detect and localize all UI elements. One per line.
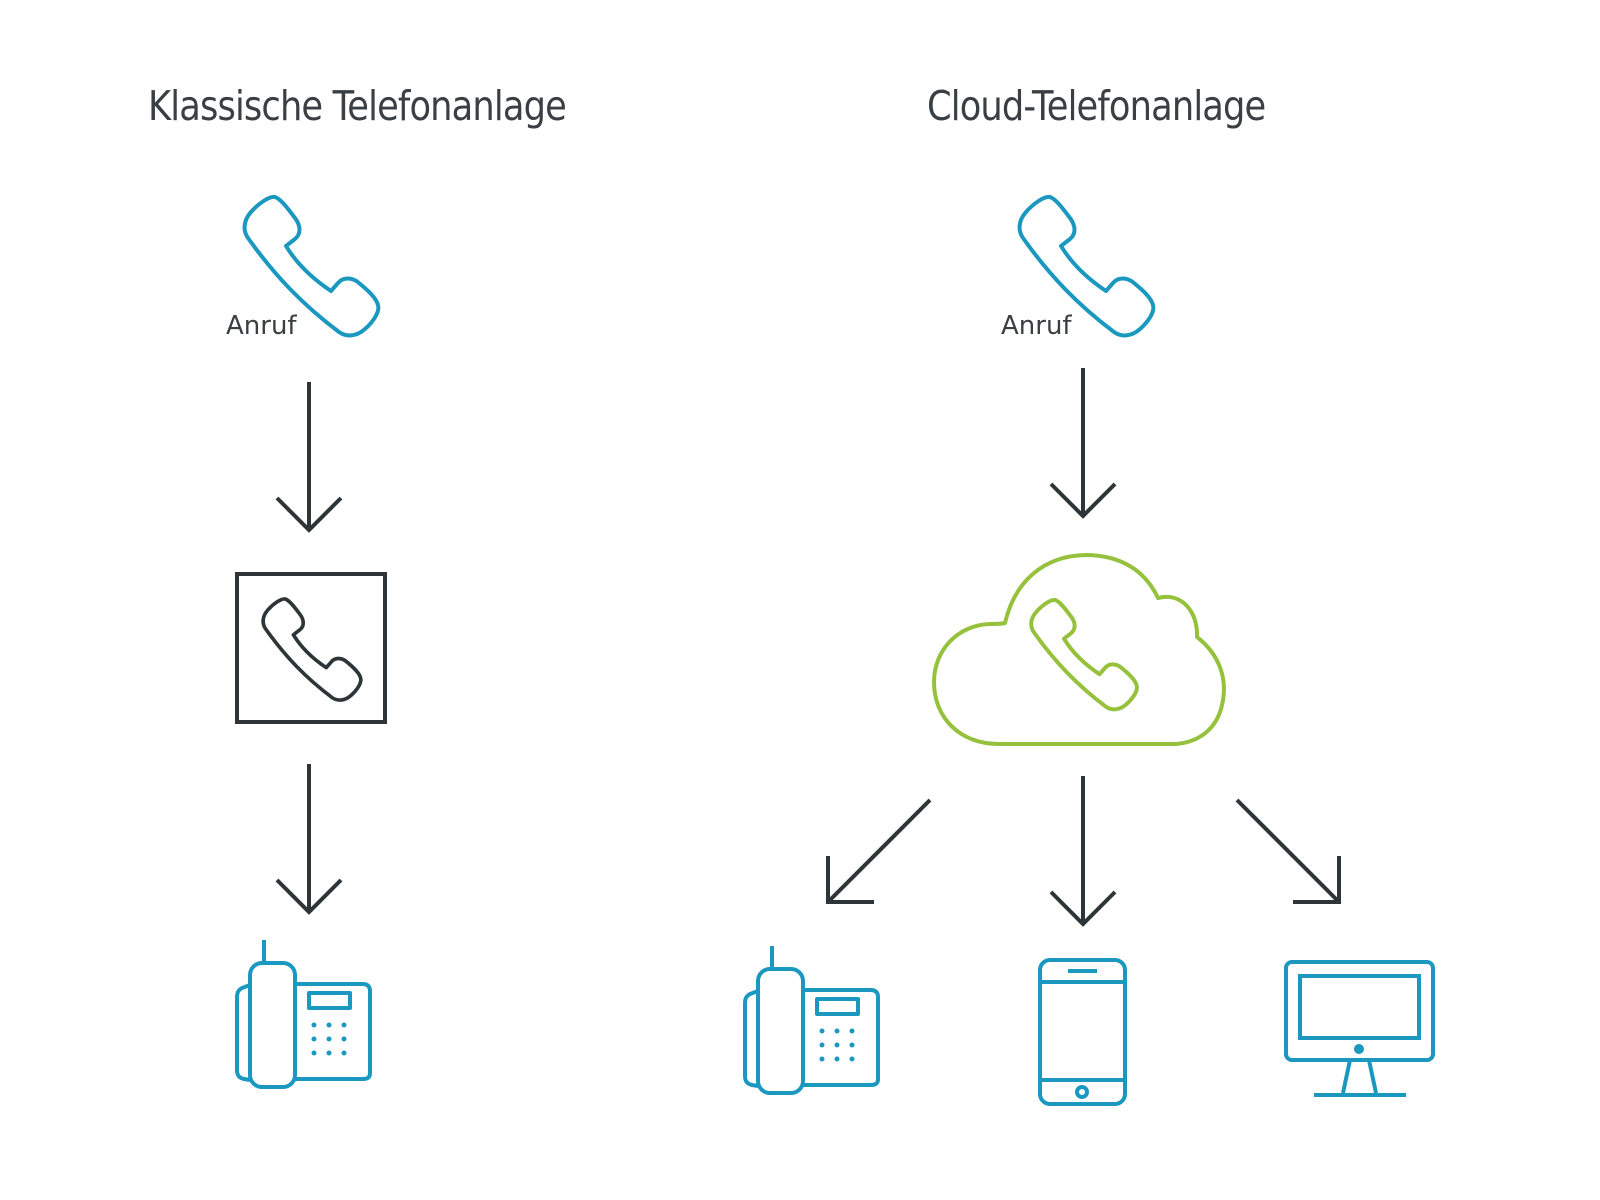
right-arrow-left xyxy=(826,798,932,904)
right-arrow-right xyxy=(1235,798,1341,904)
left-desk-phone-icon xyxy=(235,940,372,1089)
right-arrow-1 xyxy=(1049,368,1117,519)
right-desk-phone-icon xyxy=(743,946,880,1095)
right-desk-phone-keypad xyxy=(819,1028,855,1062)
pbx-box-icon xyxy=(235,572,387,724)
left-call-label: Anruf xyxy=(226,311,297,341)
monitor-icon xyxy=(1284,960,1435,1097)
cloud-icon xyxy=(932,553,1226,746)
left-desk-phone-keypad xyxy=(311,1022,347,1056)
left-arrow-2 xyxy=(275,764,343,915)
classic-pbx-title: Klassische Telefonanlage xyxy=(148,82,567,130)
left-arrow-1 xyxy=(275,382,343,533)
cloud-pbx-title: Cloud-Telefonanlage xyxy=(927,82,1266,130)
right-arrow-center xyxy=(1049,776,1117,927)
right-call-label: Anruf xyxy=(1001,311,1072,341)
smartphone-icon xyxy=(1038,958,1127,1106)
